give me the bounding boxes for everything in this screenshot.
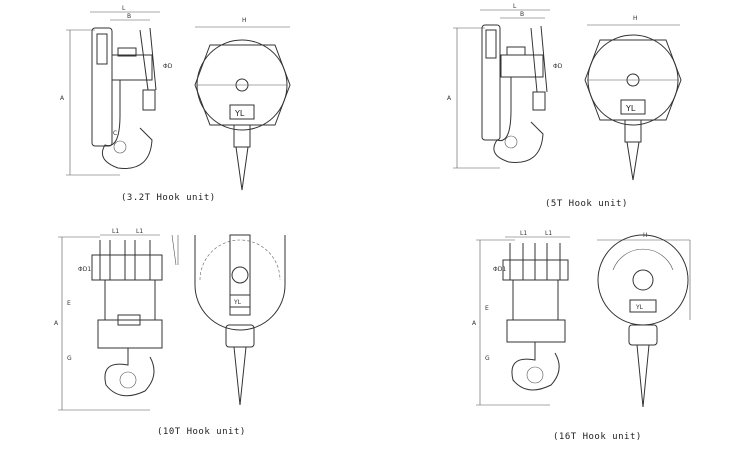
plate-text-2: YL bbox=[625, 104, 636, 113]
label-l1b-3: L1 bbox=[136, 228, 143, 235]
diagram-16t: A L1 L1 ΦD1 E G H YL (16T Hook unit) bbox=[375, 225, 750, 450]
label-d1-3: ΦD1 bbox=[78, 266, 91, 273]
plate-text-1: YL bbox=[234, 109, 245, 118]
label-h-1: H bbox=[242, 17, 247, 24]
diagram-16t-drawing: A L1 L1 ΦD1 E G H YL bbox=[472, 230, 691, 408]
diagram-3-2t: A L B ΦD C H YL (3.2T Hook unit) bbox=[0, 0, 375, 225]
plate-1 bbox=[229, 104, 255, 120]
label-a-1: A bbox=[60, 95, 65, 102]
label-e-3: E bbox=[67, 300, 71, 307]
label-b-1: B bbox=[127, 13, 131, 20]
label-g-4: G bbox=[485, 355, 490, 362]
label-a-3: A bbox=[54, 320, 59, 327]
plate-3 bbox=[229, 294, 251, 308]
caption-5t: (5T Hook unit) bbox=[545, 199, 628, 209]
label-g-3: G bbox=[67, 355, 72, 362]
label-d-2: ΦD bbox=[553, 63, 563, 70]
label-l-1: L bbox=[122, 5, 126, 12]
label-l-2: L bbox=[513, 3, 517, 10]
label-l1b-4: L1 bbox=[545, 230, 552, 237]
label-d1-4: ΦD1 bbox=[493, 266, 506, 273]
diagram-10t: A L1 L1 ΦD1 E G YL (10T Hook unit) bbox=[0, 225, 375, 450]
caption-16t: (16T Hook unit) bbox=[553, 432, 642, 442]
plate-4 bbox=[629, 299, 657, 313]
label-a-2: A bbox=[447, 95, 452, 102]
label-d-1: ΦD bbox=[163, 63, 173, 70]
diagram-3-2t-drawing: A L B ΦD C H YL bbox=[60, 5, 291, 191]
caption-3-2t: (3.2T Hook unit) bbox=[121, 193, 216, 203]
label-e-4: E bbox=[485, 305, 489, 312]
plate-text-4: YL bbox=[635, 304, 644, 311]
caption-10t: (10T Hook unit) bbox=[157, 427, 246, 437]
label-c-1: C bbox=[113, 130, 117, 137]
label-b-2: B bbox=[520, 11, 524, 18]
diagram-5t: A L B ΦD H YL (5T Hook unit) bbox=[375, 0, 750, 225]
diagram-10t-drawing: A L1 L1 ΦD1 E G YL bbox=[54, 228, 286, 411]
plate-2 bbox=[620, 99, 646, 115]
plate-text-3: YL bbox=[233, 299, 242, 306]
label-a-4: A bbox=[472, 320, 477, 327]
label-h-2: H bbox=[633, 15, 638, 22]
diagram-5t-drawing: A L B ΦD H YL bbox=[447, 3, 682, 181]
label-l1a-4: L1 bbox=[520, 230, 527, 237]
label-l1a-3: L1 bbox=[112, 228, 119, 235]
